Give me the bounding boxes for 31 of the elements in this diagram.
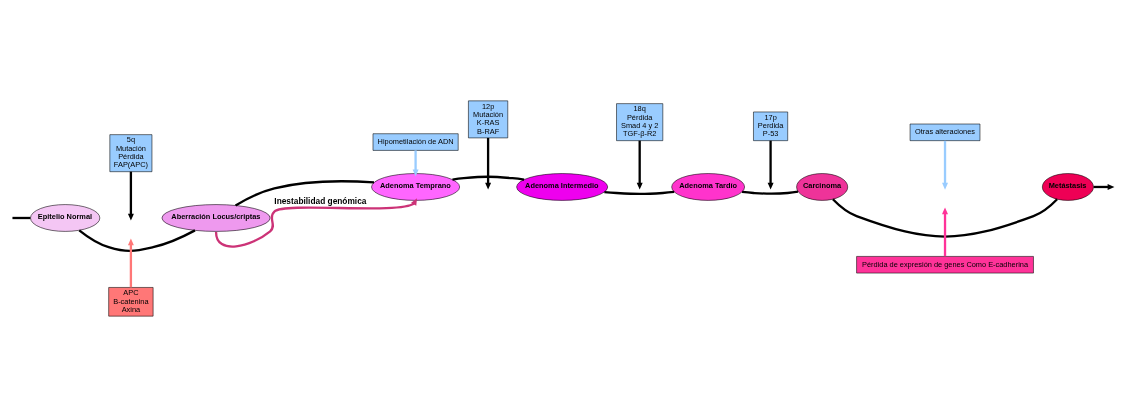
node-ellipse: Adenoma Tardío <box>671 173 745 201</box>
node-box: APC B-catenina Axina <box>108 287 154 317</box>
arrow <box>214 198 417 248</box>
node-ellipse: Adenoma Temprano <box>371 173 460 201</box>
edge-label: Inestabilidad genómica <box>274 196 367 207</box>
node-ellipse: Aberración Locus/criptas <box>161 204 271 232</box>
connector <box>234 180 375 207</box>
node-box: 5q Mutación Pérdida FAP(APC) <box>109 134 153 172</box>
node-ellipse: Epitelio Normal <box>30 204 101 232</box>
node-box: 18q Pérdida Smad 4 y 2 TGF-β-R2 <box>616 103 664 141</box>
node-box: 12p Mutación K-RAS B-RAF <box>468 100 509 139</box>
arrow <box>127 171 134 221</box>
arrow <box>485 137 492 190</box>
node-box: Pérdida de expresión de genes Como E-cadherina <box>856 256 1034 274</box>
node-box: Otras alteraciones <box>909 123 981 141</box>
arrow <box>127 238 134 288</box>
connector <box>742 190 799 196</box>
connector <box>832 198 1058 238</box>
arrow <box>767 140 774 190</box>
node-box: 17p Perdida P-53 <box>753 111 788 141</box>
arrow <box>412 150 419 177</box>
node-ellipse: Carcinoma <box>796 173 848 201</box>
node-box: Hipometilación de ADN <box>372 133 459 151</box>
arrow <box>942 140 948 190</box>
arrow <box>942 207 948 257</box>
arrow <box>636 140 643 190</box>
connector <box>452 175 525 181</box>
connector <box>604 190 675 196</box>
node-ellipse: Metástasis <box>1042 173 1094 201</box>
connector <box>78 229 196 253</box>
node-ellipse: Adenoma Intermedio <box>516 173 608 201</box>
